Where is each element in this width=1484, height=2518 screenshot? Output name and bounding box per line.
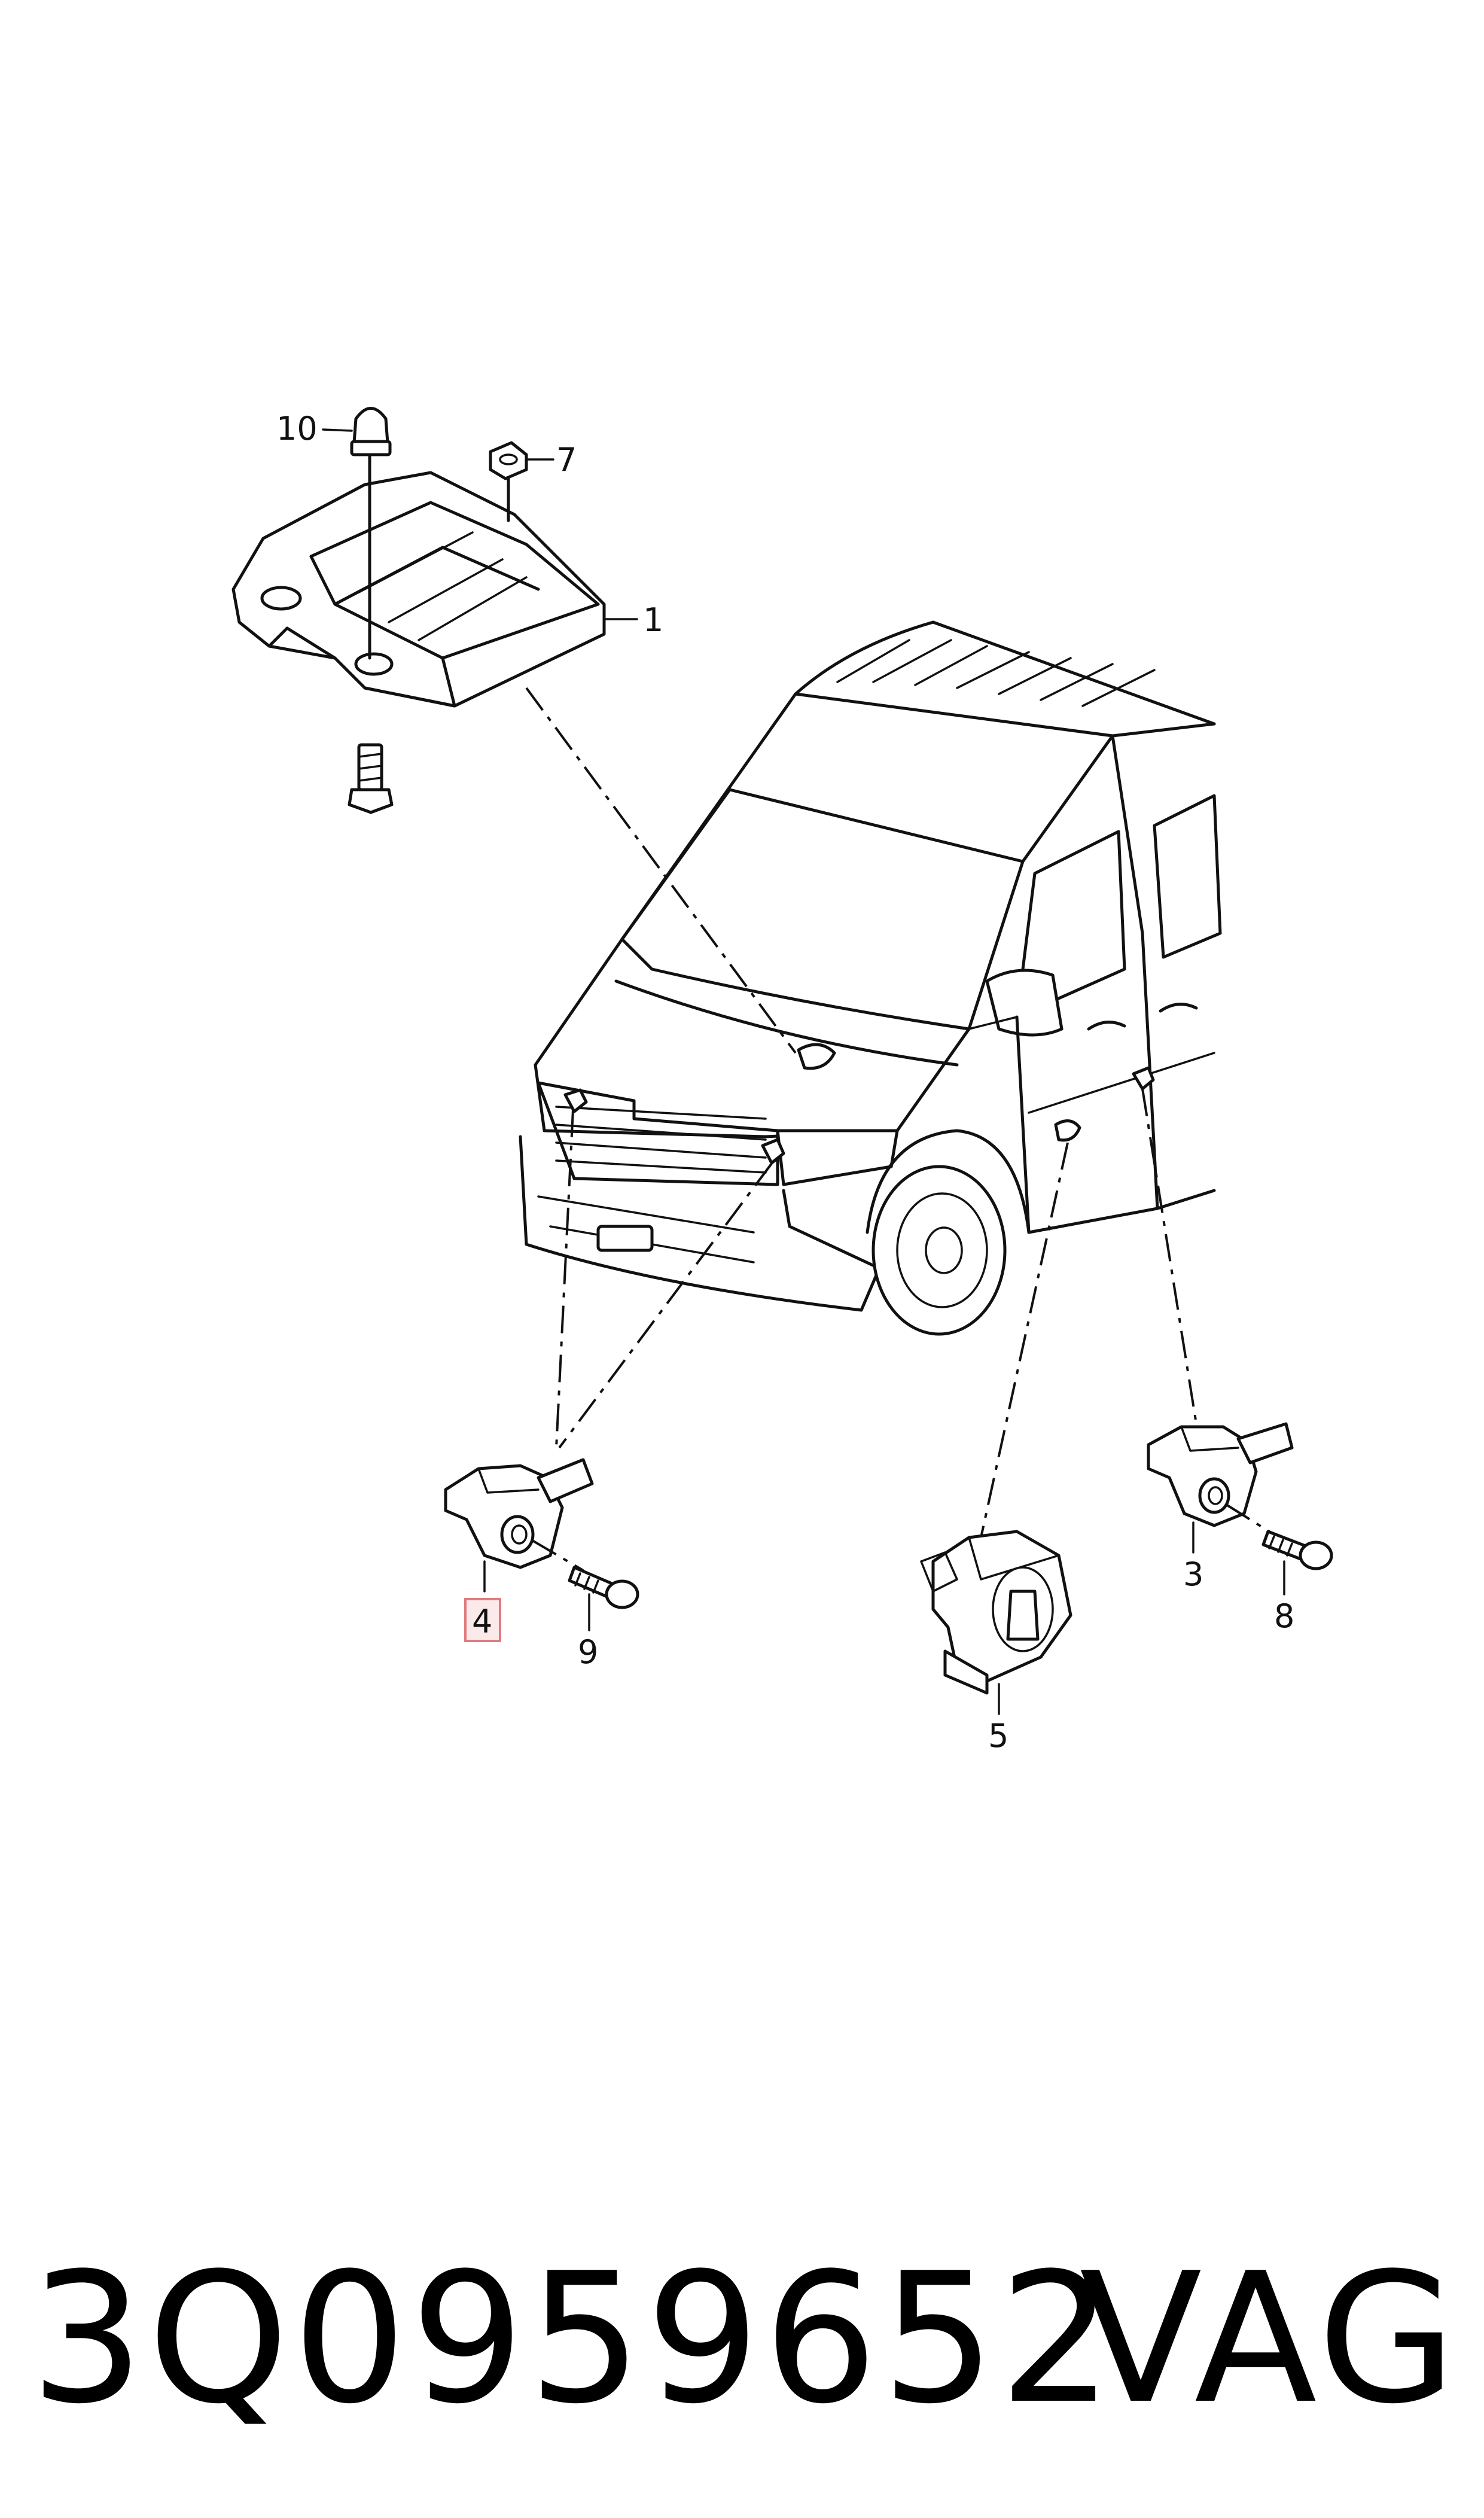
bolt-9: [568, 1566, 639, 1609]
highlight-box: [464, 1598, 501, 1642]
callout-1: 1: [643, 601, 663, 639]
callout-7: 7: [556, 441, 577, 479]
part-number: 3Q0959652: [30, 2234, 1117, 2443]
callout-4: 4: [472, 1603, 492, 1640]
bolt-8: [1261, 1530, 1333, 1570]
crash-sensor-3: [1147, 1422, 1294, 1527]
crash-sensor-4: [444, 1458, 594, 1569]
caption-bar: 3Q0959652 VAG: [0, 2213, 1484, 2465]
brand-label: VAG: [1079, 2234, 1460, 2443]
pressure-sensor-5: [920, 1530, 1072, 1695]
callout-9: 9: [578, 1633, 598, 1671]
airbag-control-unit: [231, 471, 606, 708]
nut-10: [350, 407, 392, 456]
nut-7: [489, 441, 528, 480]
callout-10: 10: [276, 410, 318, 447]
callout-5: 5: [988, 1717, 1008, 1755]
bolt-control-unit: [348, 743, 394, 814]
callout-3: 3: [1183, 1555, 1203, 1593]
callout-8: 8: [1274, 1597, 1294, 1635]
van-illustration: [519, 620, 1222, 1336]
